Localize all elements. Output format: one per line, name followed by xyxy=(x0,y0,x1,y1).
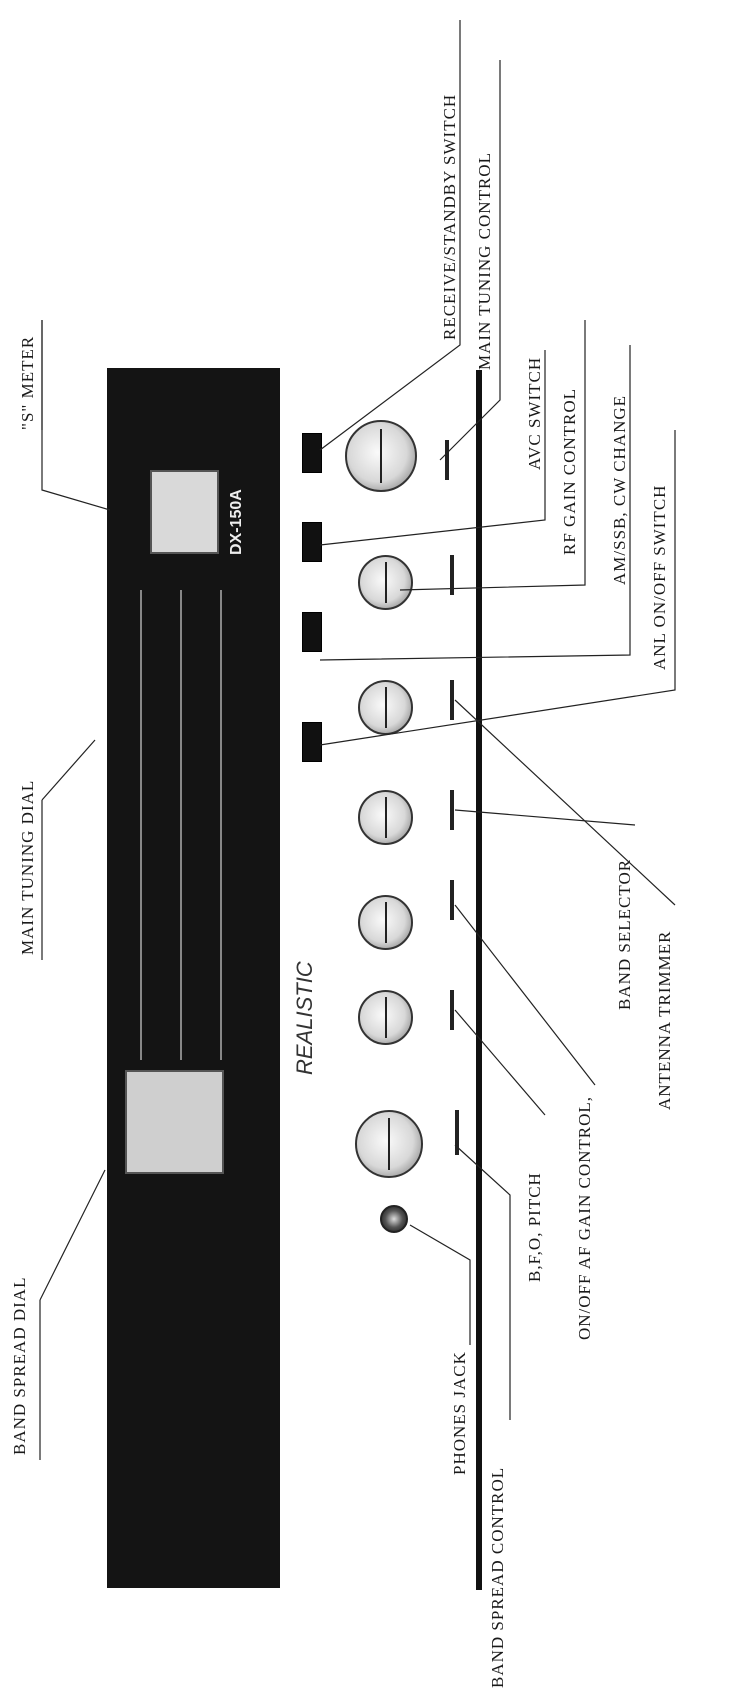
phones-jack-socket xyxy=(380,1205,408,1233)
bfo-slot xyxy=(450,990,454,1030)
label-main-tuning-dial: MAIN TUNING DIAL xyxy=(18,779,37,955)
label-band-spread-dial: BAND SPREAD DIAL xyxy=(10,1276,29,1455)
bfo-pitch-knob xyxy=(358,990,413,1045)
dial-panel xyxy=(107,368,280,1588)
label-rf-gain: RF GAIN CONTROL xyxy=(560,387,579,555)
label-main-tuning-control: MAIN TUNING CONTROL xyxy=(475,152,494,370)
label-s-meter: "S" METER xyxy=(18,335,37,430)
main-slot xyxy=(445,440,449,480)
model-badge: DX-150A xyxy=(228,489,245,555)
band-slot xyxy=(450,790,454,830)
rf-gain-knob xyxy=(358,555,413,610)
band-spread-slot xyxy=(455,1110,459,1155)
band-spread-dial-window xyxy=(125,1070,224,1174)
brand-logo: REALISTIC xyxy=(292,961,317,1075)
band-spread-knob xyxy=(355,1110,423,1178)
af-slot xyxy=(450,880,454,920)
label-band-spread-control: BAND SPREAD CONTROL xyxy=(488,1466,507,1688)
label-bfo-pitch: B,F,O, PITCH xyxy=(525,1172,544,1282)
antenna-trimmer-knob xyxy=(358,680,413,735)
label-antenna-trimmer: ANTENNA TRIMMER xyxy=(655,930,674,1111)
avc-toggle xyxy=(302,522,322,562)
rf-slot xyxy=(450,555,454,595)
label-af-gain: ON/OFF AF GAIN CONTROL, xyxy=(575,1095,594,1340)
label-receive-standby: RECEIVE/STANDBY SWITCH xyxy=(440,93,459,340)
dial-scale xyxy=(120,590,260,1060)
antenna-slot xyxy=(450,680,454,720)
band-selector-knob xyxy=(358,790,413,845)
am-ssb-toggle xyxy=(302,612,322,652)
label-anl-switch: ANL ON/OFF SWITCH xyxy=(650,484,669,670)
label-band-selector: BAND SELECTOR xyxy=(615,858,634,1010)
anl-toggle xyxy=(302,722,322,762)
af-gain-knob xyxy=(358,895,413,950)
main-tuning-knob xyxy=(345,420,417,492)
receive-standby-toggle xyxy=(302,433,322,473)
label-am-ssb-cw: AM/SSB, CW CHANGE xyxy=(610,394,629,585)
panel-base-line xyxy=(476,370,482,1590)
label-avc-switch: AVC SWITCH xyxy=(525,356,544,470)
s-meter-window xyxy=(150,470,219,554)
label-phones-jack: PHONES JACK xyxy=(450,1351,469,1475)
